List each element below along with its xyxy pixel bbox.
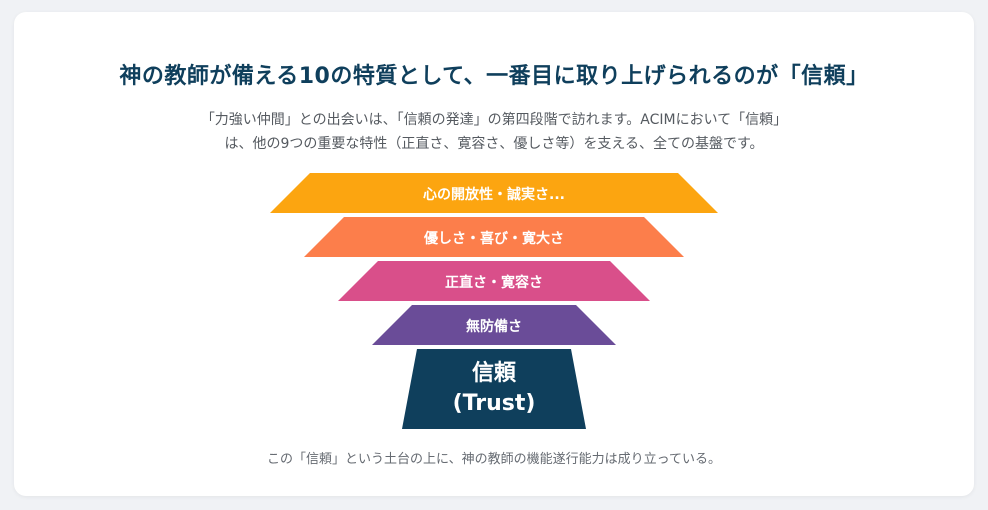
content-card: 神の教師が備える10の特質として、一番目に取り上げられるのが「信頼」 「力強い仲… (14, 12, 974, 496)
footer-caption: この「信頼」という土台の上に、神の教師の機能遂行能力は成り立っている。 (267, 452, 721, 467)
base-label-line-2: (Trust) (452, 391, 536, 416)
pyramid-tier-honesty (338, 261, 650, 301)
tier-label-openness: 心の開放性・誠実さ... (423, 187, 565, 203)
page-title: 神の教師が備える10の特質として、一番目に取り上げられるのが「信頼」 (119, 64, 869, 89)
base-label-trust: 信頼 (Trust) (402, 359, 586, 419)
page-subtitle: 「力強い仲間」との出会いは、「信頼の発達」の第四段階で訪れます。ACIMにおいて… (94, 108, 894, 156)
pyramid-base-trust (402, 349, 586, 429)
tier-label-defenselessness: 無防備さ (466, 319, 522, 335)
pyramid-tier-gentleness (304, 217, 684, 257)
pyramid-tier-defenselessness (372, 305, 616, 345)
base-label-line-1: 信頼 (471, 361, 516, 386)
tier-label-gentleness: 優しさ・喜び・寛大さ (424, 231, 564, 247)
tier-label-honesty: 正直さ・寛容さ (445, 275, 543, 291)
pyramid-tier-openness (270, 173, 718, 213)
subtitle-line-2: は、他の9つの重要な特性（正直さ、寛容さ、優しさ等）を支える、全ての基盤です。 (224, 136, 764, 152)
subtitle-line-1: 「力強い仲間」との出会いは、「信頼の発達」の第四段階で訪れます。ACIMにおいて… (200, 112, 788, 128)
trust-pyramid-diagram (270, 173, 718, 429)
